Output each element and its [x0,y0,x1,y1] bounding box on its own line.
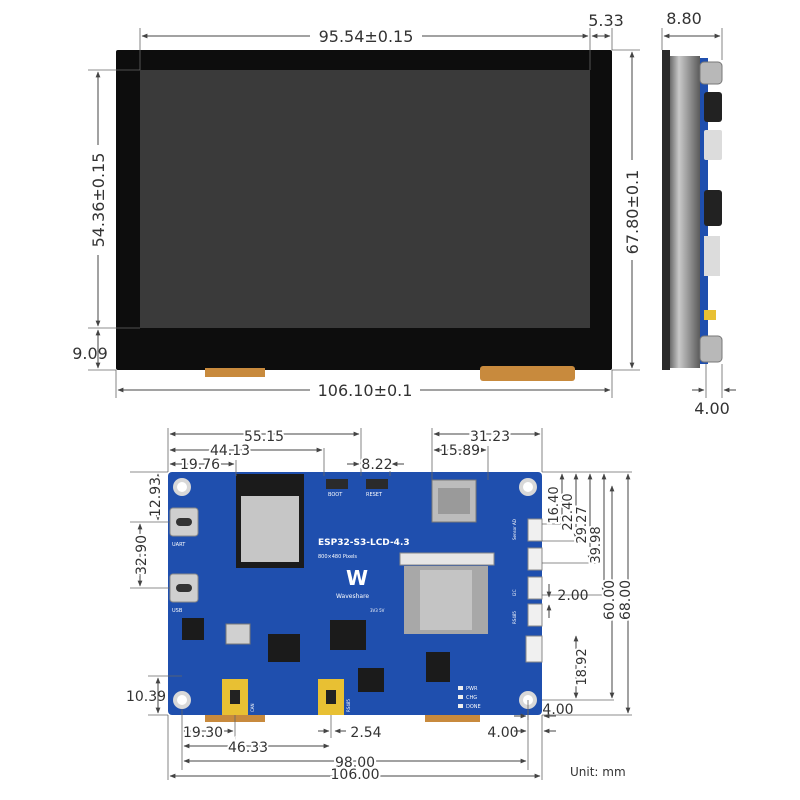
top-dim-8: 8.22 [361,457,392,473]
left-dim-12: 12.93 [148,477,164,517]
bottom-dim-2: 2.54 [350,725,381,741]
chip-2 [182,618,204,640]
label-boot: BOOT [328,492,343,498]
bottom-dim-46: 46.33 [228,740,268,756]
battery-switch [225,623,251,645]
right-dim-4: 4.00 [542,702,573,718]
label-can: CAN [250,703,255,712]
label-usb: USB [172,608,183,614]
connector-rs485 [527,603,543,627]
label-reset: RESET [366,492,383,498]
boot-button [326,479,348,489]
side-connector-2 [699,335,723,363]
label-i2c: I2C [512,589,517,596]
board-title: ESP32-S3-LCD-4.3 [318,538,410,548]
side-offset: 4.00 [694,399,730,418]
side-frame [670,56,700,368]
label-done: DONE [466,704,481,710]
top-dim-15: 15.89 [440,443,480,459]
connector-can [527,547,543,571]
front-bottom-margin: 9.09 [72,344,108,363]
fpc-connector [399,552,495,566]
bottom-dim-98: 98.00 [335,755,375,771]
front-height-total: 67.80±0.1 [623,170,642,255]
unit-label: Unit: mm [570,765,626,779]
right-dim-60: 60.00 [602,580,618,620]
chip-1 [268,634,300,662]
side-connector-1 [699,61,723,85]
top-dim-19: 19.76 [180,457,220,473]
side-view: 8.80 4.00 [661,9,736,418]
top-dim-44: 44.13 [210,443,250,459]
label-pwr: PWR [466,686,478,692]
right-dim-18: 18.92 [575,648,590,685]
right-dim-2: 2.00 [557,588,588,604]
right-dim-39: 39.98 [589,526,604,563]
right-dim-16: 16.40 [547,486,562,523]
waveshare-logo: W Waveshare [336,566,369,600]
chip-5 [358,668,384,692]
label-rs485-right: RS485 [512,611,517,624]
label-sensor-ad: Sensor AD [512,519,517,540]
flex-cable-right [480,366,575,381]
display-active-area [140,70,590,328]
label-voltage: 3V3 5V [370,608,385,613]
label-rs485: RS485 [346,699,351,712]
side-usb-2 [704,190,722,226]
connector-sensor [527,518,543,542]
side-usb-1 [704,92,722,122]
chip-4 [426,652,450,682]
bottom-dim-4: 4.00 [487,725,518,741]
side-thickness: 8.80 [666,9,702,28]
right-dim-22: 22.40 [561,493,576,530]
left-dim-10: 10.39 [126,689,166,705]
reset-button [366,479,388,489]
label-chg: CHG [466,695,477,701]
svg-text:W: W [346,566,368,590]
connector-i2c [527,576,543,600]
back-flex-right [425,712,480,722]
flex-cable-left [205,368,265,377]
right-dim-68: 68.00 [618,580,634,620]
brand-name: Waveshare [336,593,369,600]
front-height-active: 54.36±0.15 [89,153,108,248]
front-width-total: 106.10±0.1 [318,381,413,400]
side-glass [662,50,670,370]
front-right-margin: 5.33 [588,11,624,30]
front-width-active: 95.54±0.15 [319,27,414,46]
top-dim-31: 31.23 [470,429,510,445]
back-view: UART USB BOOT RESET ESP32-S3-LCD-4.3 800… [126,427,636,785]
label-uart: UART [172,542,186,548]
chip-3 [330,620,366,650]
bottom-dim-19: 19.30 [183,725,223,741]
board-subtitle: 800×480 Pixels [318,554,357,560]
connector-power [525,635,543,663]
right-dim-29: 29.27 [575,506,590,543]
left-dim-32: 32.90 [134,535,150,575]
top-dim-55: 55.15 [244,429,284,445]
bottom-dim-106: 106.00 [331,767,380,783]
front-view: 95.54±0.15 5.33 54.36±0.15 9.09 67.80±0.… [72,11,644,400]
